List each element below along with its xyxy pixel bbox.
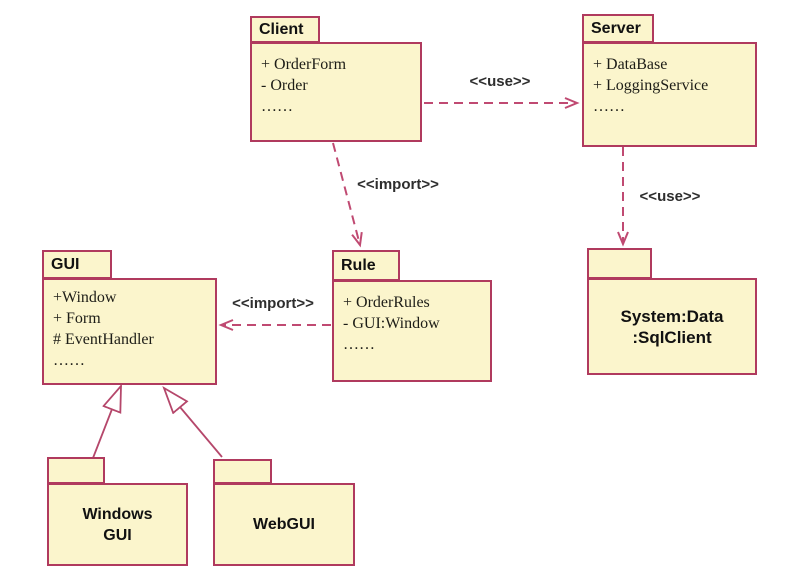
- package-server-body: + DataBase + LoggingService ……: [582, 42, 757, 147]
- package-webgui: WebGUI: [213, 459, 355, 566]
- package-windowsgui-tab: [47, 457, 105, 484]
- package-rule-tab: Rule: [332, 250, 400, 281]
- package-client-body: + OrderForm - Order ……: [250, 42, 422, 142]
- package-client-tab: Client: [250, 16, 320, 43]
- member-line: ……: [593, 98, 625, 115]
- member-line: ……: [53, 352, 85, 369]
- member-line: # EventHandler: [53, 331, 154, 348]
- package-server: Server + DataBase + LoggingService ……: [582, 14, 757, 147]
- package-name-line: Windows: [82, 505, 153, 523]
- import-arrow-client-rule: [332, 142, 363, 248]
- member-line: ……: [261, 98, 293, 115]
- generalization-arrow-webgui: [164, 388, 223, 458]
- package-sqlclient-tab: [587, 248, 652, 279]
- package-server-tab: Server: [582, 14, 654, 43]
- member-line: +Window: [53, 289, 117, 306]
- package-sqlclient-body: System:Data :SqlClient: [587, 278, 757, 375]
- package-rule: Rule + OrderRules - GUI:Window ……: [332, 250, 492, 382]
- package-client: Client + OrderForm - Order ……: [250, 16, 422, 142]
- member-line: - GUI:Window: [343, 315, 440, 332]
- package-webgui-tab: [213, 459, 272, 484]
- package-name-line: :SqlClient: [632, 327, 712, 347]
- package-gui: GUI +Window + Form # EventHandler ……: [42, 250, 217, 385]
- package-title: Server: [591, 19, 641, 37]
- package-title: GUI: [51, 255, 80, 273]
- member-line: - Order: [261, 77, 308, 94]
- use-label-server-sqlclient: <<use>>: [639, 188, 701, 205]
- member-line: ……: [343, 336, 375, 353]
- package-name-line: WebGUI: [253, 516, 315, 533]
- member-line: + OrderRules: [343, 294, 430, 311]
- package-sqlclient: System:Data :SqlClient: [587, 248, 757, 375]
- package-windowsgui: Windows GUI: [47, 457, 188, 566]
- member-line: + DataBase: [593, 56, 668, 73]
- member-line: + OrderForm: [261, 56, 347, 73]
- package-title: Rule: [341, 256, 376, 274]
- package-windowsgui-body: Windows GUI: [47, 483, 188, 566]
- import-label-client-rule: <<import>>: [357, 176, 439, 193]
- package-name-line: System:Data: [620, 306, 724, 326]
- import-label-rule-gui: <<import>>: [232, 295, 314, 312]
- package-rule-body: + OrderRules - GUI:Window ……: [332, 280, 492, 382]
- package-title: Client: [259, 20, 304, 38]
- package-gui-body: +Window + Form # EventHandler ……: [42, 278, 217, 385]
- member-line: + Form: [53, 310, 101, 327]
- package-gui-tab: GUI: [42, 250, 112, 279]
- package-webgui-body: WebGUI: [213, 483, 355, 566]
- use-label-client-server: <<use>>: [469, 73, 531, 90]
- member-line: + LoggingService: [593, 77, 709, 94]
- generalization-arrow-windowsgui: [92, 386, 121, 459]
- package-name-line: GUI: [103, 526, 132, 544]
